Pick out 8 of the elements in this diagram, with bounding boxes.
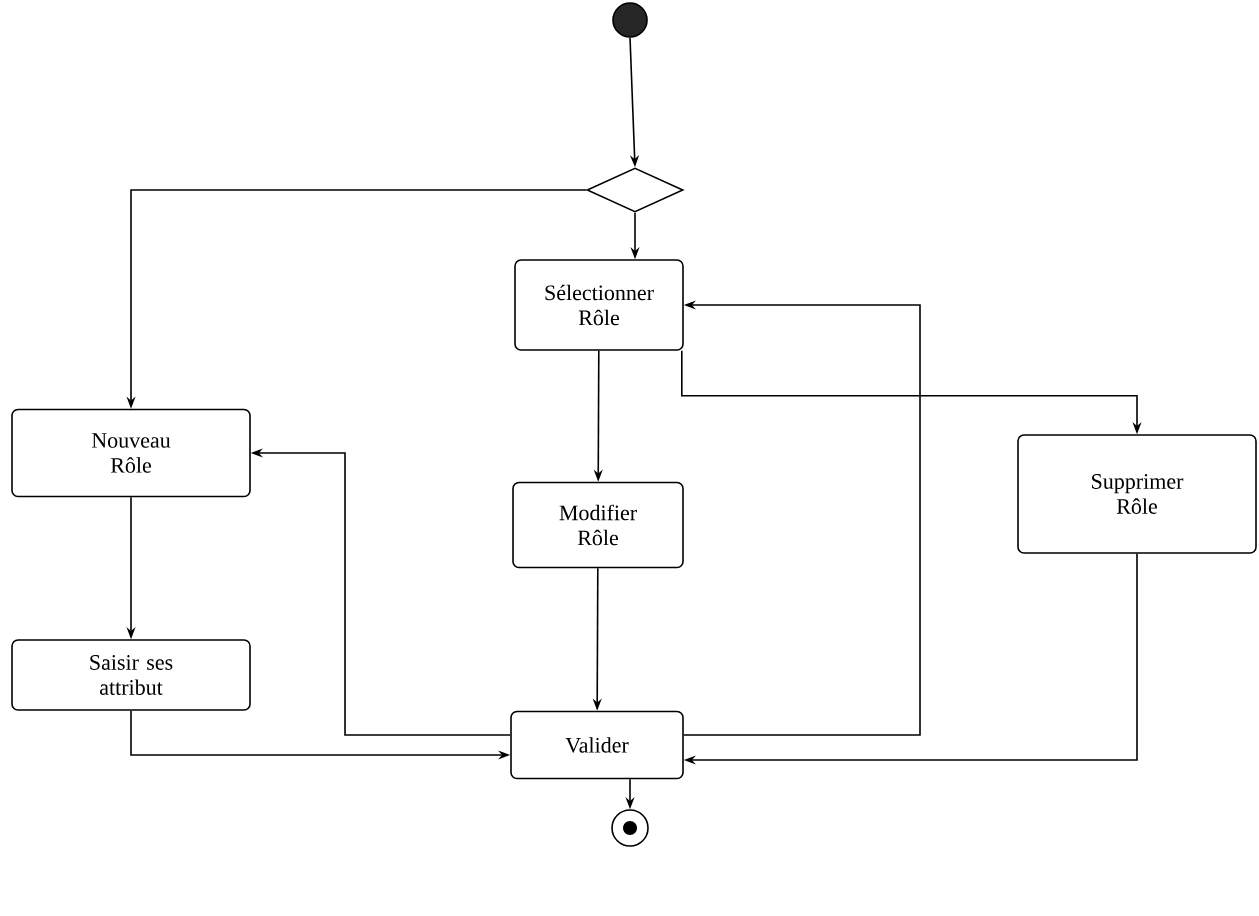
activity-box: Valider bbox=[510, 710, 684, 780]
end-bullseye bbox=[611, 809, 649, 847]
activity-box: Sélectionner Rôle bbox=[514, 259, 684, 351]
activity-box: Supprimer Rôle bbox=[1017, 434, 1257, 554]
start-dot bbox=[612, 2, 648, 38]
activity-box: Modifier Rôle bbox=[512, 481, 684, 569]
activity-box: Saisir ses attribut bbox=[11, 639, 251, 711]
activity-box: Nouveau Rôle bbox=[11, 408, 251, 498]
